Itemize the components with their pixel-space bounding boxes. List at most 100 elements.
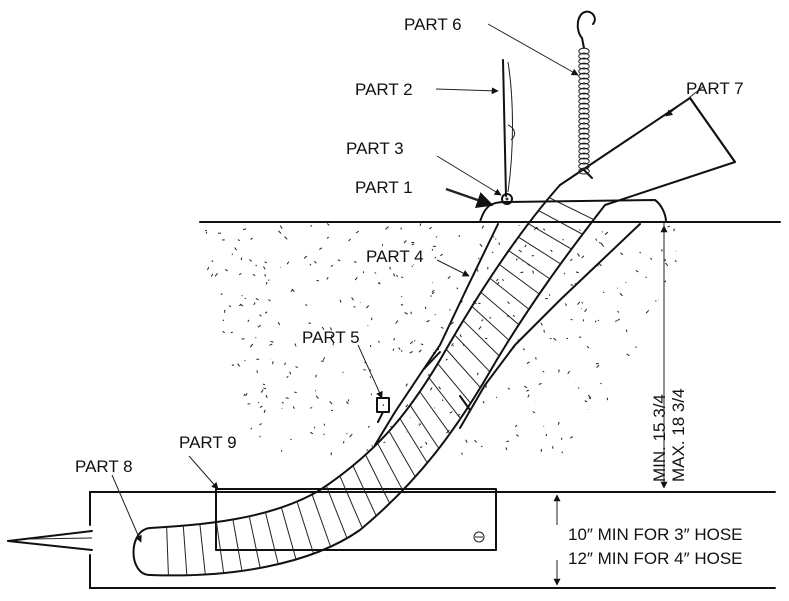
soil-speck bbox=[481, 225, 485, 229]
part2-rod bbox=[502, 59, 516, 197]
soil-speck bbox=[543, 329, 545, 333]
spring-tail bbox=[583, 169, 593, 179]
soil-speck bbox=[515, 258, 518, 261]
soil-speck bbox=[476, 268, 479, 272]
soil-speck bbox=[600, 382, 602, 385]
soil-speck bbox=[370, 317, 373, 321]
soil-speck bbox=[365, 305, 370, 309]
hose-rib bbox=[399, 418, 428, 464]
soil-speck bbox=[581, 255, 585, 259]
soil-speck bbox=[303, 255, 308, 259]
soil-speck bbox=[514, 424, 518, 428]
soil-speck bbox=[664, 280, 667, 283]
spring-coil bbox=[578, 167, 590, 175]
soil-speck bbox=[532, 270, 534, 274]
soil-speck bbox=[366, 449, 369, 451]
soil-speck bbox=[451, 342, 454, 347]
depth-min-label: MIN. 15 3/4 bbox=[650, 394, 669, 482]
hose-rib bbox=[409, 405, 440, 449]
soil-speck bbox=[431, 289, 435, 293]
soil-speck bbox=[326, 223, 330, 226]
soil-speck bbox=[617, 318, 620, 322]
spring-coil bbox=[578, 82, 590, 90]
soil-speck bbox=[289, 371, 292, 375]
hose-rib bbox=[325, 485, 348, 539]
soil-speck bbox=[259, 423, 262, 426]
hose-rib bbox=[528, 223, 572, 250]
spring-coil bbox=[578, 117, 590, 125]
soil-speck bbox=[342, 440, 345, 444]
soil-speck bbox=[247, 403, 251, 405]
spring-coil bbox=[578, 67, 590, 75]
soil-speck bbox=[527, 394, 530, 398]
spring-coil bbox=[578, 62, 590, 70]
soil-speck bbox=[595, 362, 599, 365]
soil-speck bbox=[315, 395, 319, 399]
hose-rib bbox=[311, 494, 332, 547]
depth-max-label: MAX. 18 3/4 bbox=[669, 388, 688, 482]
spring-coil bbox=[578, 77, 590, 85]
soil-speck bbox=[598, 242, 603, 245]
soil-speck bbox=[211, 260, 214, 263]
soil-speck bbox=[389, 266, 391, 270]
soil-speck bbox=[478, 326, 482, 330]
hose-rib bbox=[518, 236, 561, 265]
soil-speck bbox=[456, 287, 459, 290]
soil-speck bbox=[409, 341, 414, 345]
spring-coil bbox=[578, 122, 590, 130]
soil-speck bbox=[434, 313, 436, 316]
soil-speck bbox=[429, 387, 433, 391]
soil-speck bbox=[445, 358, 448, 361]
soil-speck bbox=[577, 253, 580, 257]
leader-lines bbox=[111, 23, 705, 543]
soil-speck bbox=[346, 432, 348, 435]
hose-rib bbox=[377, 443, 404, 491]
soil-speck bbox=[485, 385, 487, 388]
soil-speck bbox=[419, 223, 422, 226]
soil-speck bbox=[342, 371, 344, 374]
soil-speck bbox=[429, 226, 432, 230]
spring-coil bbox=[578, 52, 590, 60]
soil-speck bbox=[570, 258, 573, 262]
soil-speck bbox=[337, 259, 341, 262]
soil-speck bbox=[507, 301, 510, 305]
soil-speck bbox=[533, 226, 537, 231]
spring-coil bbox=[578, 137, 590, 145]
soil-speck bbox=[401, 276, 404, 279]
soil-speck bbox=[294, 343, 297, 347]
hose-rib bbox=[365, 454, 391, 504]
soil-speck bbox=[330, 264, 334, 267]
soil-speck bbox=[553, 337, 557, 341]
soil-speck bbox=[426, 319, 430, 323]
soil-speck bbox=[330, 334, 333, 338]
label-part9: PART 9 bbox=[179, 433, 237, 452]
soil-speck bbox=[617, 310, 620, 313]
soil-speck bbox=[420, 343, 424, 346]
soil-speck bbox=[237, 239, 241, 242]
hose-rib bbox=[339, 475, 363, 529]
soil-speck bbox=[667, 225, 671, 228]
soil-speck bbox=[237, 363, 241, 367]
hose-rib bbox=[352, 465, 377, 517]
soil-speck bbox=[482, 401, 485, 404]
label-part2: PART 2 bbox=[355, 80, 413, 99]
soil-speck bbox=[265, 281, 268, 285]
soil-speck bbox=[291, 288, 295, 293]
soil-speck bbox=[249, 343, 254, 348]
hose-rib bbox=[480, 291, 520, 326]
soil-speck bbox=[279, 225, 283, 229]
soil-speck bbox=[409, 350, 413, 354]
soil-speck bbox=[379, 282, 381, 285]
soil-speck bbox=[461, 452, 463, 455]
soil-speck bbox=[501, 279, 505, 281]
part1-base bbox=[479, 199, 667, 223]
soil-speck bbox=[231, 253, 234, 256]
soil-speck bbox=[263, 387, 267, 390]
soil-speck bbox=[570, 284, 574, 286]
soil-speck bbox=[228, 305, 232, 308]
soil-speck bbox=[524, 385, 528, 389]
soil-speck bbox=[313, 260, 317, 264]
soil-speck bbox=[349, 433, 353, 438]
soil-speck bbox=[309, 407, 313, 409]
soil-speck bbox=[522, 348, 526, 351]
